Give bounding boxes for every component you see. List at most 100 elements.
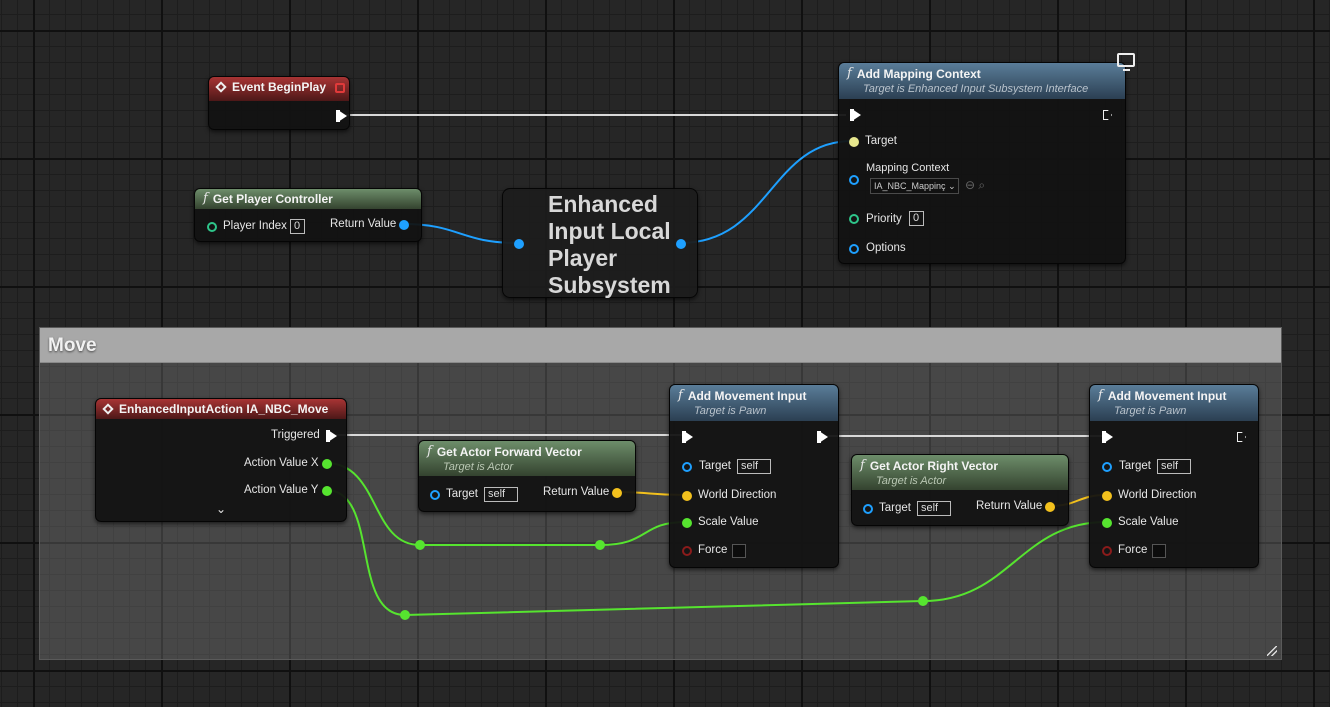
function-f-icon: f [203, 191, 208, 206]
target-pin[interactable] [430, 490, 440, 500]
target-label: Target [446, 488, 478, 500]
function-f-icon: f [427, 444, 432, 459]
scale-value-label: Scale Value [1118, 516, 1179, 528]
event-diamond-icon [215, 81, 227, 93]
subsystem-line-1: Enhanced [548, 191, 658, 217]
scale-value-label: Scale Value [698, 516, 759, 528]
force-label: Force [698, 544, 728, 556]
options-pin[interactable] [849, 244, 859, 254]
subsystem-title: Enhanced Input Local Player Subsystem [548, 191, 678, 299]
search-icon[interactable]: ⌕ [978, 178, 986, 192]
action-value-x-label: Action Value X [244, 457, 319, 469]
triggered-exec-pin[interactable] [326, 430, 337, 442]
target-pin[interactable] [849, 137, 859, 147]
priority-pin[interactable] [849, 214, 859, 224]
node-add-mapping-context[interactable]: f Add Mapping Context Target is Enhanced … [838, 62, 1126, 264]
node-get-actor-forward-vector[interactable]: f Get Actor Forward Vector Target is Acto… [418, 440, 636, 512]
node-enhanced-input-subsystem[interactable]: Enhanced Input Local Player Subsystem [502, 188, 698, 298]
return-value-pin[interactable] [399, 220, 409, 230]
target-pin[interactable] [682, 462, 692, 472]
triggered-label: Triggered [271, 429, 320, 441]
subsystem-line-4: Subsystem [548, 272, 671, 298]
return-value-label: Return Value [330, 218, 397, 230]
node-title: Get Player Controller [212, 191, 333, 206]
target-label: Target [699, 460, 731, 472]
player-index-input[interactable]: 0 [290, 219, 305, 234]
options-label: Options [866, 242, 906, 254]
scale-value-pin[interactable] [682, 518, 692, 528]
node-subtitle: Target is Enhanced Input Subsystem Inter… [863, 83, 1089, 95]
exec-out-pin[interactable] [336, 110, 347, 122]
world-direction-label: World Direction [1118, 489, 1197, 501]
target-input[interactable]: self [1157, 459, 1191, 474]
comment-header[interactable]: Move [40, 328, 1281, 363]
action-value-x-pin[interactable] [322, 459, 332, 469]
exec-in-pin[interactable] [850, 109, 861, 121]
event-diamond-icon [102, 403, 114, 415]
mapping-context-pin[interactable] [849, 175, 859, 185]
subsystem-line-2: Input Local [548, 218, 671, 244]
return-value-label: Return Value [976, 500, 1043, 512]
player-index-pin[interactable] [207, 222, 217, 232]
return-value-pin[interactable] [1045, 502, 1055, 512]
node-title: Add Mapping Context [856, 66, 981, 81]
node-subtitle: Target is Pawn [1114, 405, 1187, 417]
world-direction-pin[interactable] [682, 491, 692, 501]
node-title: Get Actor Forward Vector [436, 444, 582, 459]
delegate-pin-icon[interactable] [335, 83, 345, 93]
asset-browse-icons[interactable]: ⊖ ⌕ [965, 178, 985, 193]
node-title: EnhancedInputAction IA_NBC_Move [119, 402, 329, 416]
node-get-player-controller[interactable]: f Get Player Controller Player Index 0 Re… [194, 188, 422, 242]
return-value-pin[interactable] [612, 488, 622, 498]
exec-in-pin[interactable] [682, 431, 693, 443]
function-f-icon: f [1098, 388, 1103, 403]
comment-resize-handle-icon[interactable] [1267, 646, 1277, 656]
priority-label: Priority [866, 213, 902, 225]
force-label: Force [1118, 544, 1148, 556]
target-label: Target [865, 135, 897, 147]
target-input[interactable]: self [917, 501, 951, 516]
mapping-context-label: Mapping Context [866, 162, 950, 174]
target-pin[interactable] [1102, 462, 1112, 472]
subsystem-input-pin[interactable] [514, 239, 524, 249]
exec-out-pin[interactable] [1103, 110, 1112, 120]
mapping-context-dropdown[interactable]: IA_NBC_Mappinç ⌄ [870, 178, 959, 194]
exec-out-pin[interactable] [817, 431, 828, 443]
use-selected-icon[interactable]: ⊖ [965, 178, 976, 192]
priority-input[interactable]: 0 [909, 211, 924, 226]
action-value-y-pin[interactable] [322, 486, 332, 496]
expand-chevron-icon[interactable]: ⌄ [216, 502, 227, 516]
world-direction-pin[interactable] [1102, 491, 1112, 501]
mapping-context-value: IA_NBC_Mappinç [874, 181, 946, 191]
node-enhanced-input-action[interactable]: EnhancedInputAction IA_NBC_Move Triggere… [95, 398, 347, 522]
node-event-beginplay[interactable]: Event BeginPlay [208, 76, 350, 130]
comment-title: Move [48, 335, 97, 356]
remote-monitor-icon [1117, 53, 1135, 71]
scale-value-pin[interactable] [1102, 518, 1112, 528]
function-f-icon: f [860, 458, 865, 473]
world-direction-label: World Direction [698, 489, 777, 501]
target-input[interactable]: self [737, 459, 771, 474]
target-pin[interactable] [863, 504, 873, 514]
force-pin[interactable] [1102, 546, 1112, 556]
subsystem-output-pin[interactable] [676, 239, 686, 249]
player-index-label: Player Index [223, 220, 287, 232]
chevron-down-icon: ⌄ [948, 181, 956, 191]
target-input[interactable]: self [484, 487, 518, 502]
exec-out-pin[interactable] [1237, 432, 1246, 442]
function-f-icon: f [847, 66, 852, 81]
node-title: Event BeginPlay [232, 80, 327, 94]
force-pin[interactable] [682, 546, 692, 556]
force-checkbox[interactable] [732, 544, 746, 558]
target-label: Target [1119, 460, 1151, 472]
node-subtitle: Target is Pawn [694, 405, 767, 417]
subsystem-line-3: Player [548, 245, 618, 271]
exec-in-pin[interactable] [1102, 431, 1113, 443]
node-subtitle: Target is Actor [443, 461, 514, 473]
return-value-label: Return Value [543, 486, 610, 498]
force-checkbox[interactable] [1152, 544, 1166, 558]
node-title: Add Movement Input [687, 388, 807, 403]
